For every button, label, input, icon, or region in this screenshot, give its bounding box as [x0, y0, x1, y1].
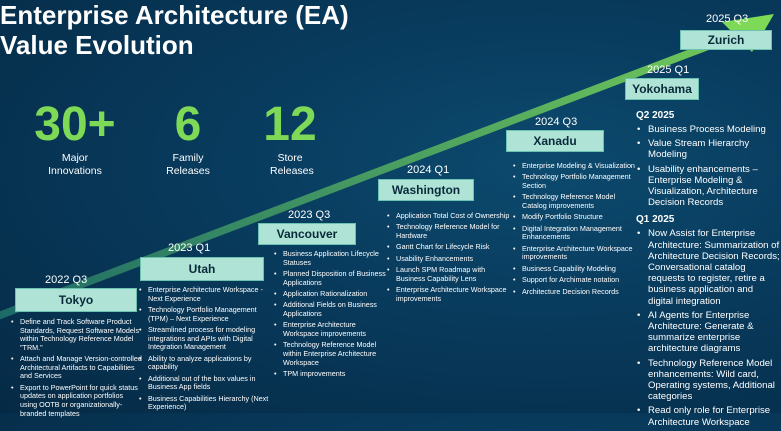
stage-box-tokyo: Tokyo	[15, 288, 137, 312]
list-item: Usability enhancements – Enterprise Mode…	[637, 164, 780, 209]
list-item: Business Process Modeling	[637, 124, 780, 135]
stage-box-washington: Washington	[378, 179, 474, 201]
list-item: Modify Portfolio Structure	[513, 213, 640, 222]
page-title: Enterprise Architecture (EA) Value Evolu…	[0, 0, 349, 60]
list-item: Digital Integration Management Enhanceme…	[513, 224, 640, 242]
list-item: Enterprise Architecture Workspace - Next…	[139, 285, 276, 303]
list-item: Attach and Manage Version-controlled Arc…	[11, 354, 142, 381]
list-item: Application Rationalization	[274, 289, 393, 299]
stat-family-releases: 6 Family Releases	[158, 100, 218, 178]
list-item: Additional Fields on Business Applicatio…	[274, 301, 393, 318]
list-item: Now Assist for Enterprise Architecture: …	[637, 228, 780, 306]
release-notes-panel: Q2 2025 Business Process Modeling Value …	[636, 110, 780, 431]
stage-date: 2023 Q1	[168, 242, 211, 254]
list-item: Business Application Lifecycle Statuses	[274, 249, 393, 267]
list-item: Gantt Chart for Lifecycle Risk	[387, 243, 510, 252]
list-item: Usability Enhancements	[387, 254, 510, 264]
stat-label: Major Innovations	[48, 152, 102, 177]
list-item: Technology Reference Model for Hardware	[387, 223, 510, 240]
list-item: Enterprise Modeling & Visualization	[513, 161, 640, 171]
stat-label: Family Releases	[166, 152, 210, 177]
section-heading: Q2 2025	[636, 110, 675, 121]
list-item: Technology Reference Model within Enterp…	[274, 341, 393, 367]
list-item: Technology Reference Model enhancements:…	[637, 358, 780, 403]
stage-box-yokohama: Yokohama	[625, 78, 699, 100]
stat-number: 12	[263, 98, 317, 151]
stage-list-xanadu: Enterprise Modeling & Visualization Tech…	[512, 161, 640, 299]
list-item: Enterprise Architecture Workspace improv…	[513, 244, 640, 262]
list-item: Business Capabilities Hierarchy (Next Ex…	[139, 394, 276, 412]
list-item: Architecture Decision Records	[513, 287, 640, 297]
stage-list-vancouver: Business Application Lifecycle Statuses …	[273, 249, 393, 381]
list-item: Planned Disposition of Business Applicat…	[274, 269, 393, 287]
stat-innovations: 30+ Major Innovations	[30, 100, 120, 178]
list-item: Value Stream Hierarchy Modeling	[637, 138, 780, 160]
stat-number: 30+	[34, 98, 116, 151]
stat-label: Store Releases	[270, 152, 314, 177]
list-item: Technology Reference Model Catalog impro…	[513, 193, 640, 210]
list-item: Application Total Cost of Ownership	[387, 211, 510, 221]
stage-list-washington: Application Total Cost of Ownership Tech…	[386, 211, 510, 306]
list-item: Streamlined process for modeling integra…	[139, 325, 276, 352]
list-item: TPM improvements	[274, 369, 393, 379]
list-item: Additional out of the box values in Busi…	[139, 374, 276, 392]
stage-list-tokyo: Define and Track Software Product Standa…	[10, 317, 142, 421]
stage-box-xanadu: Xanadu	[506, 130, 604, 152]
section-heading: Q1 2025	[636, 214, 675, 226]
list-item: Business Capability Modeling	[513, 264, 640, 274]
list-item: Enterprise Architecture Workspace improv…	[387, 285, 510, 303]
stage-date: 2025 Q1	[647, 64, 690, 76]
list-item: Enterprise Architecture Workspace improv…	[274, 320, 393, 338]
stage-date: 2024 Q1	[407, 164, 450, 176]
list-item: Support for Archimate notation	[513, 276, 640, 285]
list-item: Read only role for Enterprise Architectu…	[637, 405, 780, 427]
list-item: Ability to analyze applications by capab…	[139, 354, 276, 372]
stage-date: 2023 Q3	[288, 209, 331, 221]
stage-date: 2022 Q3	[45, 274, 88, 286]
list-item: Technology Portfolio Management (TPM) – …	[139, 305, 276, 323]
stage-box-vancouver: Vancouver	[258, 223, 356, 245]
list-item: Launch SPM Roadmap with Business Capabil…	[387, 265, 510, 283]
stage-date: 2024 Q3	[535, 116, 578, 128]
stage-box-zurich: Zurich	[680, 30, 772, 50]
stage-box-utah: Utah	[140, 257, 264, 281]
list-item: Define and Track Software Product Standa…	[11, 317, 142, 352]
list-item: Technology Portfolio Management Section	[513, 173, 640, 190]
stage-date: 2025 Q3	[706, 13, 749, 25]
section-list-q1-2025: Now Assist for Enterprise Architecture: …	[636, 228, 780, 427]
stat-number: 6	[174, 98, 202, 151]
stage-list-utah: Enterprise Architecture Workspace - Next…	[138, 285, 276, 415]
list-item: AI Agents for Enterprise Architecture: G…	[637, 310, 780, 355]
section-list-q2-2025: Business Process Modeling Value Stream H…	[636, 124, 780, 208]
growth-arrow-shaft	[0, 30, 743, 320]
stat-store-releases: 12 Store Releases	[255, 100, 325, 178]
